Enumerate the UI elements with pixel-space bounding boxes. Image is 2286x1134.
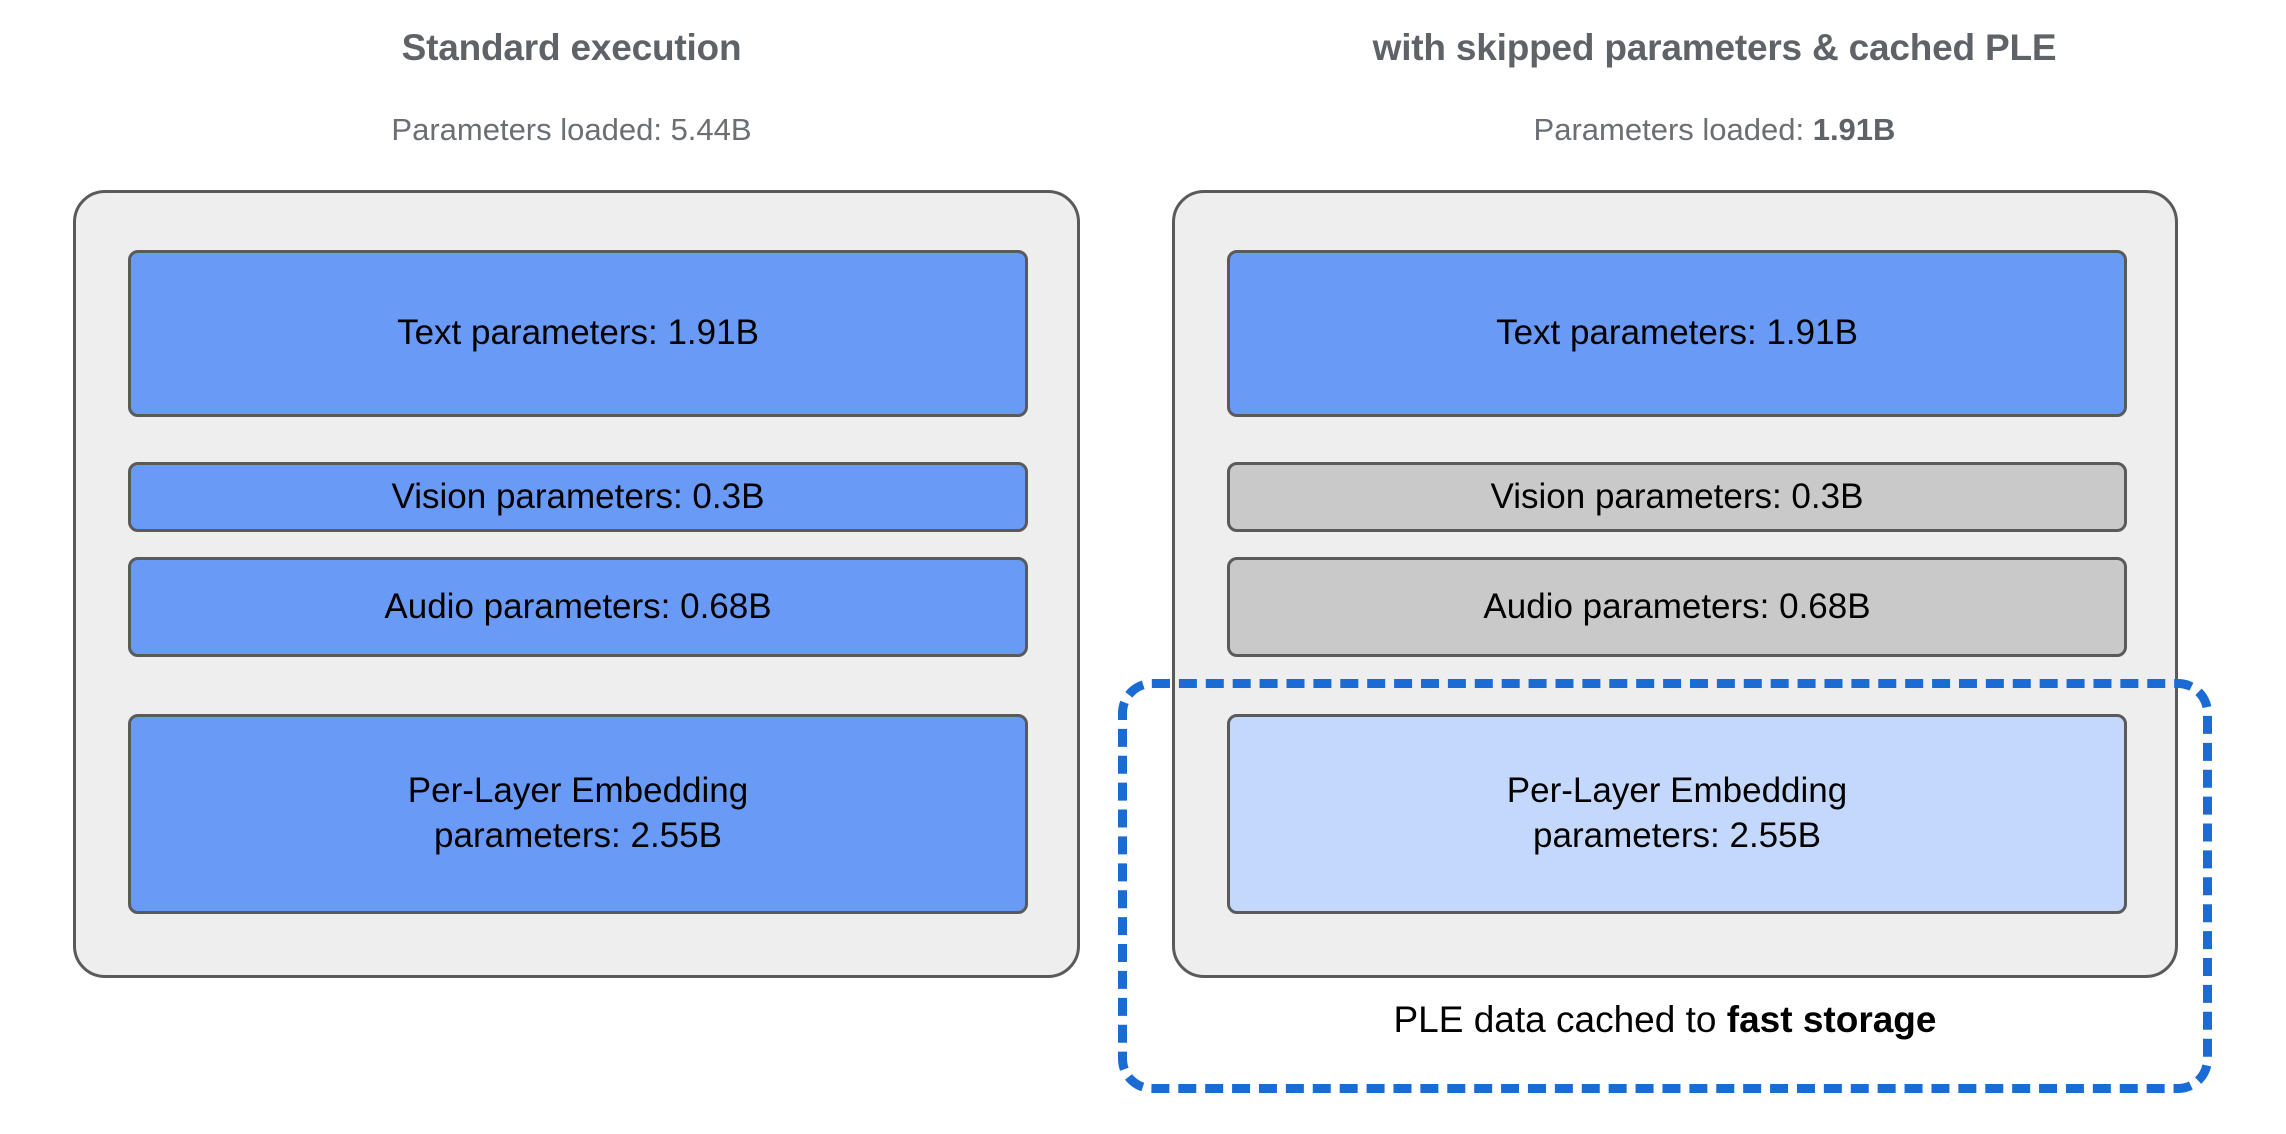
- left-subtitle-prefix: Parameters loaded:: [391, 112, 671, 147]
- cache-caption-emphasis: fast storage: [1726, 999, 1937, 1040]
- right-ple-line-2: parameters: 2.55B: [1533, 816, 1821, 855]
- right-panel-title: with skipped parameters & cached PLE: [1372, 27, 2057, 68]
- right-block-ple-parameters: Per-Layer Embedding parameters: 2.55B: [1227, 714, 2127, 914]
- right-subtitle-prefix: Parameters loaded:: [1533, 112, 1813, 147]
- left-ple-line-2: parameters: 2.55B: [434, 816, 722, 855]
- right-ple-line-1: Per-Layer Embedding: [1506, 771, 1848, 811]
- left-block-audio-parameters: Audio parameters: 0.68B: [128, 557, 1028, 657]
- right-subtitle-value: 1.91B: [1812, 112, 1896, 147]
- left-panel-subtitle: Parameters loaded: 5.44B: [0, 112, 1143, 147]
- cache-caption: PLE data cached to fast storage: [1118, 999, 2212, 1041]
- right-block-audio-parameters: Audio parameters: 0.68B: [1227, 557, 2127, 657]
- standard-execution-panel: Standard execution Parameters loaded: 5.…: [0, 27, 1143, 147]
- optimized-execution-panel: with skipped parameters & cached PLE Par…: [1143, 0, 2286, 1134]
- cache-caption-prefix: PLE data cached to: [1393, 999, 1727, 1040]
- left-panel-title: Standard execution: [401, 27, 742, 68]
- left-block-ple-parameters: Per-Layer Embedding parameters: 2.55B: [128, 714, 1028, 914]
- left-ple-line-1: Per-Layer Embedding: [407, 771, 749, 811]
- right-panel-subtitle: Parameters loaded: 1.91B: [1143, 112, 2286, 147]
- left-block-vision-parameters: Vision parameters: 0.3B: [128, 462, 1028, 532]
- right-block-vision-parameters: Vision parameters: 0.3B: [1227, 462, 2127, 532]
- left-block-text-parameters: Text parameters: 1.91B: [128, 250, 1028, 417]
- left-subtitle-value: 5.44B: [670, 112, 752, 147]
- right-block-text-parameters: Text parameters: 1.91B: [1227, 250, 2127, 417]
